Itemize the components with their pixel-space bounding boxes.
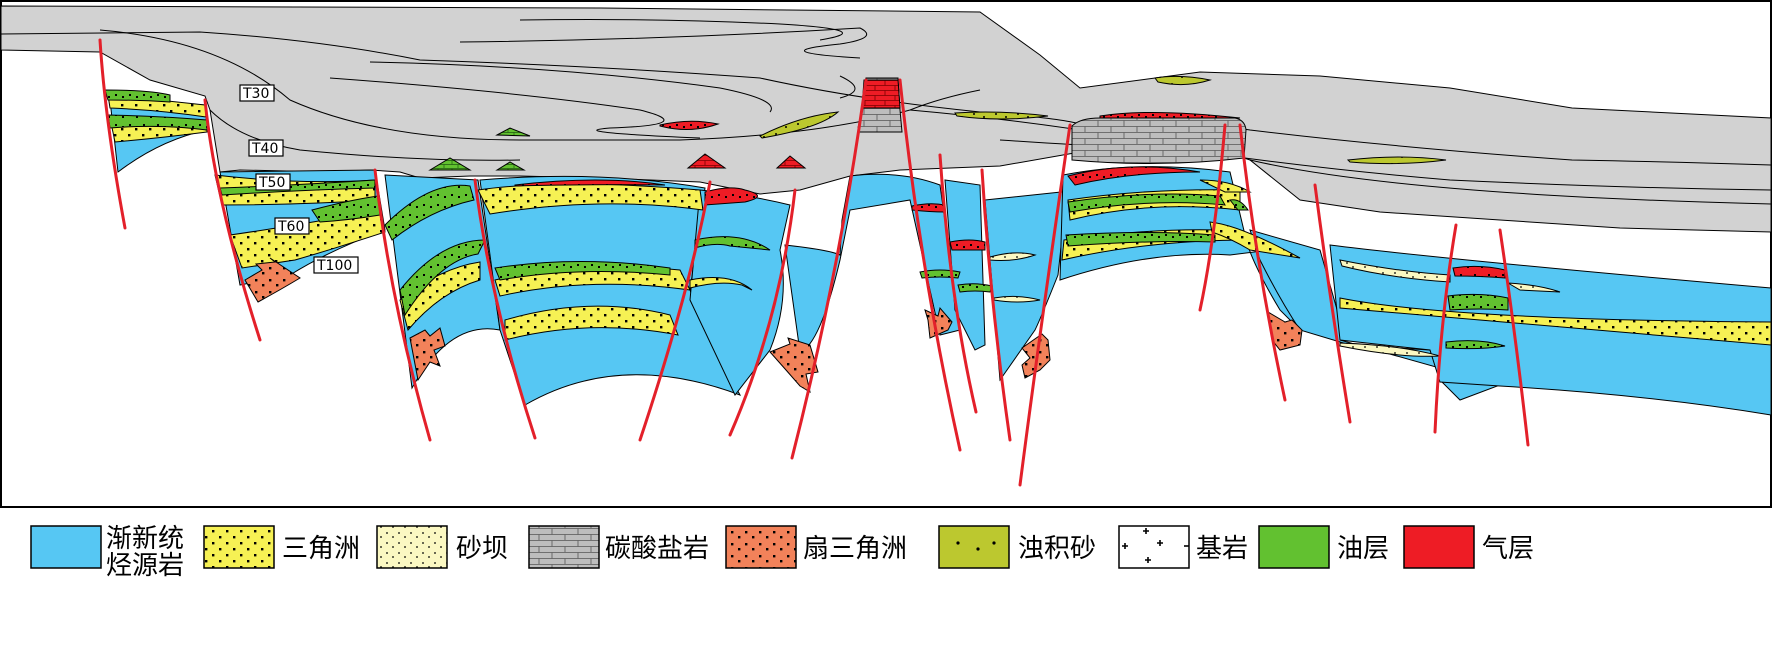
svg-text:砂坝: 砂坝: [456, 534, 508, 564]
svg-text:三角洲: 三角洲: [282, 534, 360, 564]
legend-item-basement: 基岩: [1118, 525, 1248, 569]
legend-swatch-oil: [1258, 525, 1330, 569]
legend-swatch-fan-delta: [725, 525, 797, 569]
legend-swatch-turbidite: [938, 525, 1010, 569]
overburden-reflectors: [0, 19, 1772, 205]
legend-swatch-source: [30, 525, 102, 569]
horizon-tag-t40: T40: [248, 139, 284, 157]
basement-cross-icons: [1122, 528, 1189, 563]
legend-item-turbidite-sand: 浊积砂: [938, 525, 1096, 569]
legend-swatch-gas: [1403, 525, 1475, 569]
svg-text:碳酸盐岩: 碳酸盐岩: [605, 534, 709, 564]
horizon-tag-t100: T100: [313, 256, 359, 274]
legend-item-sand-bar: 砂坝: [376, 525, 508, 569]
legend-swatch-delta: [203, 525, 275, 569]
svg-text:T40: T40: [251, 141, 278, 157]
legend-item-fan-delta: 扇三角洲: [725, 525, 907, 569]
svg-text:扇三角洲: 扇三角洲: [803, 534, 907, 564]
sand-bar-bodies: [989, 252, 1561, 357]
svg-text:基岩: 基岩: [1196, 534, 1248, 564]
legend-item-oligocene-source: 渐新统 烃源岩: [30, 524, 184, 581]
svg-text:油层: 油层: [1337, 534, 1389, 564]
horizon-labels: T30 T40 T50 T60 T100: [239, 84, 359, 274]
svg-text:气层: 气层: [1482, 534, 1534, 564]
legend-swatch-carbonate: [528, 525, 600, 569]
legend-swatch-basement: [1118, 525, 1190, 569]
legend-item-carbonate: 碳酸盐岩: [528, 525, 709, 569]
carbonate-platform: [1071, 117, 1247, 165]
fault-lines: [98, 38, 1530, 487]
carbonate-bodies: [428, 77, 1247, 171]
svg-text:T100: T100: [316, 258, 352, 274]
legend-item-delta: 三角洲: [203, 525, 360, 569]
turbidite-bodies: [759, 75, 1447, 165]
horizon-tag-t50: T50: [255, 173, 291, 191]
svg-text:T60: T60: [277, 219, 304, 235]
svg-text:浊积砂: 浊积砂: [1018, 534, 1096, 564]
legend-item-gas-layer: 气层: [1403, 525, 1534, 569]
svg-text:烃源岩: 烃源岩: [106, 551, 184, 581]
horizon-tag-t30: T30: [239, 84, 275, 102]
legend-item-oil-layer: 油层: [1258, 525, 1389, 569]
legend-swatch-sand-bar: [376, 525, 448, 569]
svg-text:T30: T30: [242, 86, 269, 102]
svg-text:T50: T50: [258, 175, 285, 191]
oil-layer-bodies: [104, 89, 1509, 350]
horizon-tag-t60: T60: [274, 217, 310, 235]
legend: 渐新统 烃源岩 三角洲 砂坝 碳酸盐岩 扇三角洲 浊积砂: [30, 524, 1534, 581]
gas-layer-bodies: [514, 111, 1506, 279]
svg-text:渐新统: 渐新统: [106, 524, 184, 554]
